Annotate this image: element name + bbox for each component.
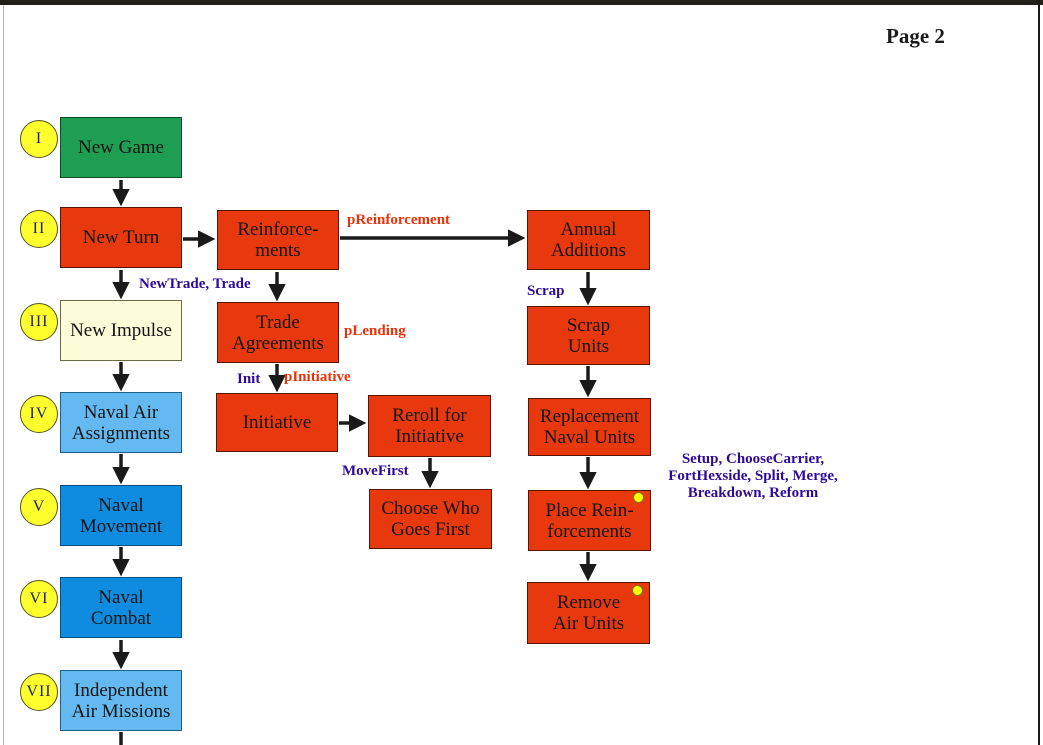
flow-box-annual-additions: Annual Additions: [527, 210, 650, 270]
edge-label-newtrade-trade: NewTrade, Trade: [139, 276, 251, 292]
flow-box-label: Initiative: [242, 412, 312, 433]
flow-box-label: New Game: [78, 137, 164, 158]
flow-box-new-turn: New Turn: [60, 207, 182, 268]
phase-circle-III: III: [20, 303, 58, 341]
flow-box-label: Naval Combat: [90, 586, 152, 629]
edge-label-movefirst: MoveFirst: [342, 463, 409, 479]
flow-box-label: Choose Who Goes First: [381, 498, 480, 540]
phase-numeral: I: [35, 130, 43, 147]
flow-arrows: [112, 180, 597, 745]
page-number: Page 2: [886, 24, 945, 48]
flow-box-choose-who-goes-first: Choose Who Goes First: [369, 489, 492, 549]
page-border-right: [1038, 0, 1040, 745]
phase-circle-II: II: [20, 210, 58, 248]
page-border-top: [0, 0, 1043, 5]
phase-circle-I: I: [20, 120, 58, 158]
flow-box-initiative: Initiative: [216, 393, 338, 452]
flow-box-naval-movement: Naval Movement: [60, 485, 182, 546]
phase-circle-IV: IV: [20, 395, 58, 433]
flow-box-label: Remove Air Units: [552, 592, 625, 634]
phase-numeral: IV: [29, 405, 49, 422]
flow-box-new-game: New Game: [60, 117, 182, 178]
flow-box-label: New Turn: [82, 227, 160, 248]
flow-box-label: Reroll for Initiative: [392, 405, 467, 447]
flow-box-scrap-units: Scrap Units: [527, 306, 650, 365]
yellow-dot-remove-air-units: [632, 585, 643, 596]
flow-box-independent-air-missions: Independent Air Missions: [60, 670, 182, 731]
flow-box-label: Independent Air Missions: [71, 679, 171, 722]
flow-box-new-impulse: New Impulse: [60, 300, 182, 361]
edge-label-place-methods: Setup, ChooseCarrier, FortHexside, Split…: [668, 451, 838, 501]
flow-box-label: Place Rein- forcements: [545, 499, 634, 542]
phase-numeral: VI: [29, 590, 49, 607]
phase-numeral: V: [32, 498, 46, 515]
edge-label-preinforcement: pReinforcement: [347, 212, 451, 228]
edge-label-plending: pLending: [344, 323, 406, 339]
flow-box-naval-combat: Naval Combat: [60, 577, 182, 638]
flow-box-label: Annual Additions: [551, 219, 626, 261]
edge-label-init: Init: [237, 371, 261, 387]
flow-box-label: New Impulse: [70, 320, 172, 341]
edge-label-pinitiative: pInitiative: [284, 369, 351, 385]
flow-box-label: Naval Movement: [79, 494, 163, 537]
flow-box-label: Trade Agreements: [232, 311, 324, 354]
flow-box-reinforcements: Reinforce- ments: [217, 210, 339, 270]
flow-box-replacement-naval-units: Replacement Naval Units: [528, 398, 651, 456]
phase-circle-V: V: [20, 488, 58, 526]
flow-box-label: Naval Air Assignments: [71, 401, 171, 444]
phase-numeral: II: [32, 220, 46, 237]
phase-circle-VI: VI: [20, 580, 58, 618]
page-border-left: [3, 5, 4, 745]
flow-box-naval-air-assignments: Naval Air Assignments: [60, 392, 182, 453]
flow-box-label: Scrap Units: [566, 314, 611, 357]
flow-box-place-reinforcements: Place Rein- forcements: [528, 490, 651, 551]
flow-box-reroll-for-initiative: Reroll for Initiative: [368, 395, 491, 457]
flow-box-label: Reinforce- ments: [237, 219, 319, 261]
flow-box-label: Replacement Naval Units: [539, 406, 640, 448]
yellow-dot-place-reinforcements: [633, 492, 644, 503]
flow-box-trade-agreements: Trade Agreements: [217, 302, 339, 363]
phase-circle-VII: VII: [20, 673, 58, 711]
edge-label-scrap: Scrap: [527, 283, 565, 299]
phase-numeral: VII: [26, 683, 52, 700]
phase-numeral: III: [29, 313, 49, 330]
flow-box-remove-air-units: Remove Air Units: [527, 582, 650, 644]
